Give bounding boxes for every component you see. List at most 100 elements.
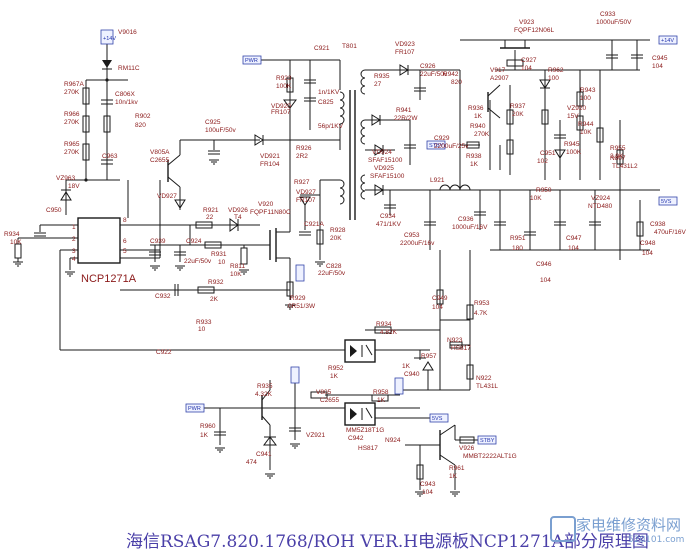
component-label: R955: [610, 145, 626, 152]
ncp1271a-ic: [40, 180, 161, 264]
component-label: MM5Z18T1G: [346, 427, 384, 434]
component-label: C945: [652, 55, 668, 62]
component-label: 270K: [64, 149, 80, 156]
component-label: 820: [135, 122, 146, 129]
component-label: C939: [150, 238, 166, 245]
component-label: HS817: [451, 345, 471, 352]
component-label: T801: [342, 43, 357, 50]
component-label: R951: [510, 235, 526, 242]
component-label: C934: [380, 213, 396, 220]
component-label: 56p/1KV: [318, 123, 344, 130]
watermark: 家电维修资料网 520101.com: [546, 512, 696, 556]
component-label: C951: [540, 150, 556, 157]
component-label: C806X: [115, 91, 136, 98]
component-label: 22uF/50v: [184, 258, 212, 265]
rail-plus14v-label: +14V: [103, 36, 116, 42]
component-label: N923: [447, 337, 463, 344]
v805-stage: [195, 380, 301, 479]
component-label: 2R2: [296, 153, 308, 160]
component-label: VD923: [395, 41, 415, 48]
component-label: V926: [459, 445, 475, 452]
component-label: 3.9K: [610, 153, 624, 160]
component-label: 1n/1KV: [318, 89, 340, 96]
component-label: R967A: [64, 81, 85, 88]
rail-tags: +14V PWR +14V 5VS STBY PWR 5VS STBY: [100, 29, 678, 445]
component-label: NTD480: [588, 203, 613, 210]
pin-6: 6: [123, 238, 127, 245]
component-label: 1K: [200, 432, 209, 439]
component-label: C953: [404, 232, 420, 239]
component-label: R811: [230, 263, 245, 270]
v805a-stage: [159, 134, 330, 210]
component-label: TL431L: [476, 383, 498, 390]
rail-vcc-label: PWR: [188, 406, 201, 412]
watermark-url: 520101.com: [628, 535, 685, 545]
component-label: R957: [421, 353, 437, 360]
component-label: 270K: [64, 119, 80, 126]
component-label: VD927: [157, 193, 177, 200]
component-label: C938: [650, 221, 666, 228]
component-label: VD925: [374, 165, 394, 172]
watermark-logo-icon: [550, 516, 576, 542]
component-label: R945: [564, 141, 580, 148]
component-label: 102: [537, 158, 548, 165]
component-label: C948: [640, 240, 656, 247]
component-label: VD921: [260, 153, 280, 160]
component-label: 2200uF/16v: [400, 240, 435, 247]
component-label: 1K: [474, 113, 483, 120]
component-label: 1K: [402, 363, 411, 370]
component-label: VZ924: [591, 195, 611, 202]
component-label: C963: [102, 153, 118, 160]
component-labels: V9016RM11CR967A270KR966270KR965270KC806X…: [0, 0, 686, 496]
component-label: R941: [396, 107, 412, 114]
ic-name: NCP1271A: [81, 273, 137, 285]
component-label: VD924: [372, 149, 392, 156]
component-label: A2907: [490, 75, 509, 82]
component-label: 10K: [230, 271, 242, 278]
component-label: C933: [600, 11, 616, 18]
component-label: C925: [205, 119, 221, 126]
component-label: FR107: [271, 109, 291, 116]
component-label: C921A: [304, 221, 325, 228]
component-label: SFAF15100: [370, 173, 405, 180]
component-label: RM11C: [118, 65, 140, 72]
component-label: VZ921: [306, 432, 326, 439]
component-label: 10K: [530, 195, 542, 202]
pin-5: 5: [123, 248, 127, 255]
pin-1: 1: [72, 224, 76, 231]
component-label: R923: [276, 75, 292, 82]
component-label: VD927: [296, 189, 316, 196]
left-caps: [12, 225, 335, 351]
component-label: 18V: [68, 183, 80, 190]
component-label: V917: [490, 67, 506, 74]
component-label: R929: [290, 295, 306, 302]
component-label: 22uF/50v: [420, 71, 448, 78]
component-label: HS817: [358, 445, 378, 452]
component-label: C929: [434, 135, 450, 142]
component-label: FQPF11N80C: [250, 209, 291, 216]
diagram-title: 海信RSAG7.820.1768/ROH VER.H电源板NCP1271A部分原…: [126, 532, 649, 552]
component-label: R934: [4, 231, 20, 238]
component-label: VD920: [271, 103, 291, 110]
component-label: 22uF/50v: [318, 270, 346, 277]
component-label: 100K: [276, 83, 292, 90]
component-label: 4.82K: [380, 329, 398, 336]
rail-pwr-label: PWR: [245, 58, 258, 64]
component-label: 270K: [64, 89, 80, 96]
component-label: 1K: [377, 397, 386, 404]
component-label: 470uF/16V: [654, 229, 686, 236]
component-label: R938: [466, 153, 482, 160]
component-label: 104: [642, 250, 653, 257]
component-label: 471/1KV: [376, 221, 402, 228]
component-label: 100: [548, 75, 559, 82]
component-label: T4: [234, 214, 242, 221]
component-label: C926: [420, 63, 436, 70]
component-label: 100K: [566, 149, 582, 156]
component-label: N922: [476, 375, 492, 382]
component-label: 10: [198, 326, 206, 333]
component-label: C936: [458, 216, 474, 223]
component-label: 27: [374, 81, 382, 88]
component-label: V805: [316, 389, 332, 396]
component-label: 10K: [0, 0, 12, 2]
component-label: R965: [64, 141, 80, 148]
